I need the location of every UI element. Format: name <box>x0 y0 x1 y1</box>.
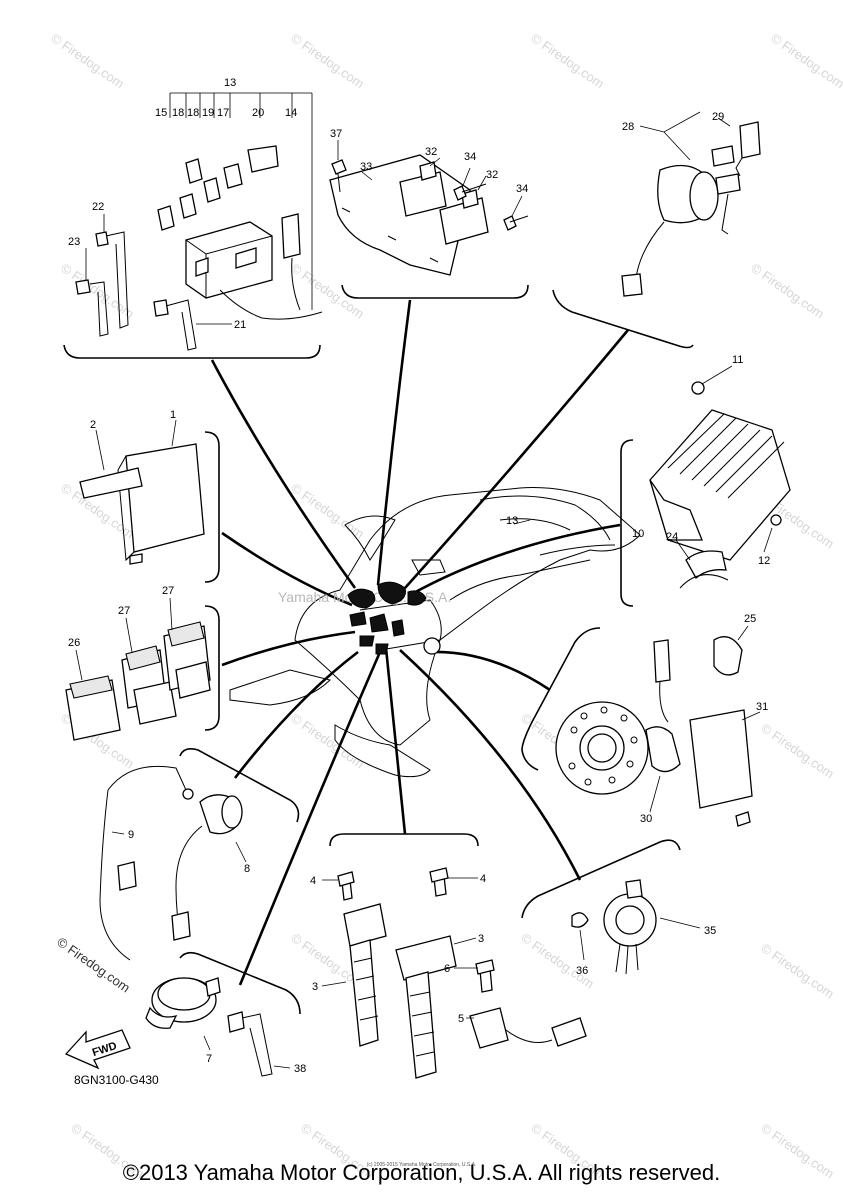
part-number-35: 35 <box>704 925 716 937</box>
part-number-26: 26 <box>68 637 80 649</box>
part-number-33: 33 <box>360 161 372 173</box>
rectifier-assembly: 11 10 12 24 13 <box>506 354 791 589</box>
watermark: © Firedog.com <box>748 260 827 321</box>
part-number-5: 5 <box>458 1013 464 1025</box>
callout-line-relay-bracket <box>376 299 412 586</box>
callout-line-pickup <box>429 650 551 692</box>
watermark: © Firedog.com <box>528 30 607 91</box>
part-number-31: 31 <box>756 701 768 713</box>
part-number-32: 32 <box>425 146 437 158</box>
main-switch-assembly: 28 29 <box>621 111 761 297</box>
callout-line-ecu <box>221 531 353 607</box>
ignition-coil-assembly: 4 4 3 6 3 5 <box>310 867 587 1079</box>
part-number-38: 38 <box>294 1063 306 1075</box>
part-number-37: 37 <box>330 128 342 140</box>
watermark: © Firedog.com <box>288 30 367 91</box>
watermark: © Firedog.com <box>758 940 837 1001</box>
watermark: © Firedog.com <box>758 720 837 781</box>
callout-line-neutral-switch <box>233 650 359 779</box>
part-number-4: 4 <box>480 873 486 885</box>
part-number-7: 7 <box>206 1053 212 1065</box>
part-number-30: 30 <box>640 813 652 825</box>
motorcycle-frame: Yamaha Motor Corp. U.S.A. <box>229 487 641 778</box>
firedog-logo: © Firedog.com <box>54 934 133 995</box>
part-number-1: 1 <box>170 409 176 421</box>
part-number-15: 15 <box>155 107 167 119</box>
part-number-25: 25 <box>744 613 756 625</box>
part-number-27: 27 <box>162 585 174 597</box>
watermark: © Firedog.com <box>58 260 137 321</box>
diagram-code: 8GN3100-G430 <box>74 1073 159 1087</box>
part-number-24: 24 <box>666 531 678 543</box>
part-number-23: 23 <box>68 236 80 248</box>
part-number-3: 3 <box>312 981 318 993</box>
group-brackets <box>63 284 694 1015</box>
callout-line-main-switch <box>404 329 629 589</box>
part-number-4: 4 <box>310 875 316 887</box>
relay-bracket-assembly: 37 33 32 34 32 34 <box>329 128 528 276</box>
watermark: © Firedog.com <box>288 260 367 321</box>
bracket-ignition-coil-group <box>329 833 479 847</box>
part-number-29: 29 <box>712 111 724 123</box>
part-number-20: 20 <box>252 107 264 119</box>
part-number-32: 32 <box>486 169 498 181</box>
sensor-assembly: 7 38 <box>145 977 306 1077</box>
part-number-6: 6 <box>444 963 450 975</box>
part-number-21: 21 <box>234 319 246 331</box>
part-number-12: 12 <box>758 555 770 567</box>
watermark: © Firedog.com <box>48 30 127 91</box>
callout-lines <box>210 299 629 986</box>
part-number-9: 9 <box>128 829 134 841</box>
part-number-10: 10 <box>632 528 644 540</box>
part-number-19: 19 <box>202 107 214 119</box>
part-number-34: 34 <box>516 183 528 195</box>
part-number-13-harness: 13 <box>506 515 518 527</box>
bracket-fuse-box-group <box>63 344 321 359</box>
part-number-27: 27 <box>118 605 130 617</box>
part-number-14: 14 <box>285 107 297 119</box>
part-number-8: 8 <box>244 863 250 875</box>
watermark: © Firedog.com <box>288 710 367 771</box>
watermark: © Firedog.com <box>288 480 367 541</box>
part-number-13: 13 <box>224 77 236 89</box>
part-number-3: 3 <box>478 933 484 945</box>
bracket-ecu-group <box>204 431 220 583</box>
bracket-relay-group <box>204 605 220 731</box>
part-number-17: 17 <box>217 107 229 119</box>
relays-assembly: 26 27 27 <box>65 585 211 741</box>
watermark: © Firedog.com <box>518 930 597 991</box>
bracket-relay-bracket-group <box>341 284 529 299</box>
callout-line-sensor <box>238 651 382 986</box>
part-number-28: 28 <box>622 121 634 133</box>
copyright-footer: ©2013 Yamaha Motor Corporation, U.S.A. A… <box>122 1160 721 1185</box>
pickup-assembly: 25 31 30 <box>555 613 768 827</box>
bracket-sensor-group <box>179 951 301 1015</box>
watermark: © Firedog.com <box>768 30 843 91</box>
part-number-2: 2 <box>90 419 96 431</box>
horn-assembly: 35 36 <box>571 879 716 977</box>
bracket-horn-group <box>521 839 681 919</box>
bracket-neutral-switch-group <box>179 748 300 823</box>
bracket-pickup-group <box>521 627 601 771</box>
fwd-arrow-icon: FWD <box>64 1029 131 1070</box>
callout-line-ignition-coil <box>384 647 407 835</box>
part-number-22: 22 <box>92 201 104 213</box>
bracket-rectifier-group <box>620 439 634 607</box>
part-number-18: 18 <box>187 107 199 119</box>
callout-line-fuse-box <box>210 359 357 589</box>
part-number-36: 36 <box>576 965 588 977</box>
callout-line-rectifier <box>409 523 621 597</box>
bracket-main-switch-group <box>552 289 694 349</box>
callout-line-horn <box>399 649 582 881</box>
part-number-11: 11 <box>732 354 743 366</box>
ecu-assembly: 1 2 <box>79 409 205 565</box>
callout-line-relays <box>221 630 356 667</box>
part-number-34: 34 <box>464 151 476 163</box>
fuse-box-assembly: 13 15 18 18 19 17 20 14 22 23 21 <box>68 77 323 351</box>
neutral-switch-assembly: 9 8 <box>99 765 250 961</box>
small-copyright-note: (c) 2005-2015 Yamaha Motor Corporation, … <box>366 1162 477 1168</box>
part-number-16: 18 <box>172 107 184 119</box>
